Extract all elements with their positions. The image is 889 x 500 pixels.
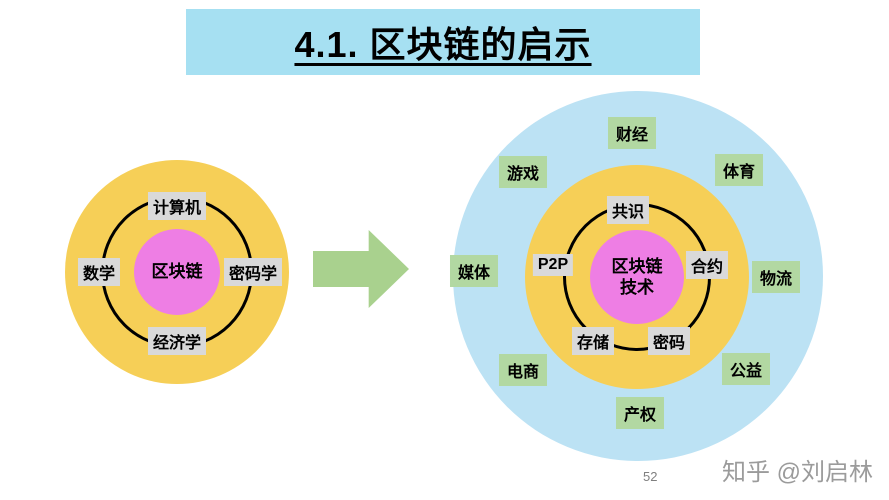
left-ring-label-economics: 经济学 [147, 327, 207, 355]
application-label-sports: 体育 [714, 154, 764, 186]
application-label-ecommerce: 电商 [498, 354, 548, 386]
left-core-circle: 区块链 [134, 229, 220, 315]
slide-title-bar: 4.1. 区块链的启示 [186, 9, 700, 75]
right-ring-label-crypto: 密码 [647, 327, 691, 355]
watermark: 知乎 @刘启林 [721, 459, 873, 486]
right-ring-label-contract: 合约 [685, 251, 729, 279]
application-label-media: 媒体 [449, 255, 499, 287]
left-ring-label-math: 数学 [77, 258, 121, 286]
right-ring-label-storage: 存储 [571, 327, 615, 355]
right-core-label-line2: 技术 [620, 278, 654, 297]
page-title: 4.1. 区块链的启示 [294, 24, 592, 65]
application-label-logistics: 物流 [751, 261, 801, 293]
page-number: 52 [643, 469, 658, 484]
application-label-finance: 财经 [607, 117, 657, 149]
left-ring-label-computer: 计算机 [147, 192, 207, 220]
right-ring-label-p2p: P2P [532, 254, 574, 276]
application-label-charity: 公益 [721, 353, 771, 385]
left-ring-label-cryptography: 密码学 [223, 258, 283, 286]
left-core-label: 区块链 [151, 262, 203, 282]
right-arrow-icon [313, 230, 409, 308]
right-ring-label-consensus: 共识 [606, 196, 650, 224]
application-label-games: 游戏 [498, 156, 548, 188]
right-core-circle: 区块链 技术 [590, 230, 684, 324]
right-core-label-line1: 区块链 [611, 256, 663, 276]
application-label-property: 产权 [615, 397, 665, 429]
